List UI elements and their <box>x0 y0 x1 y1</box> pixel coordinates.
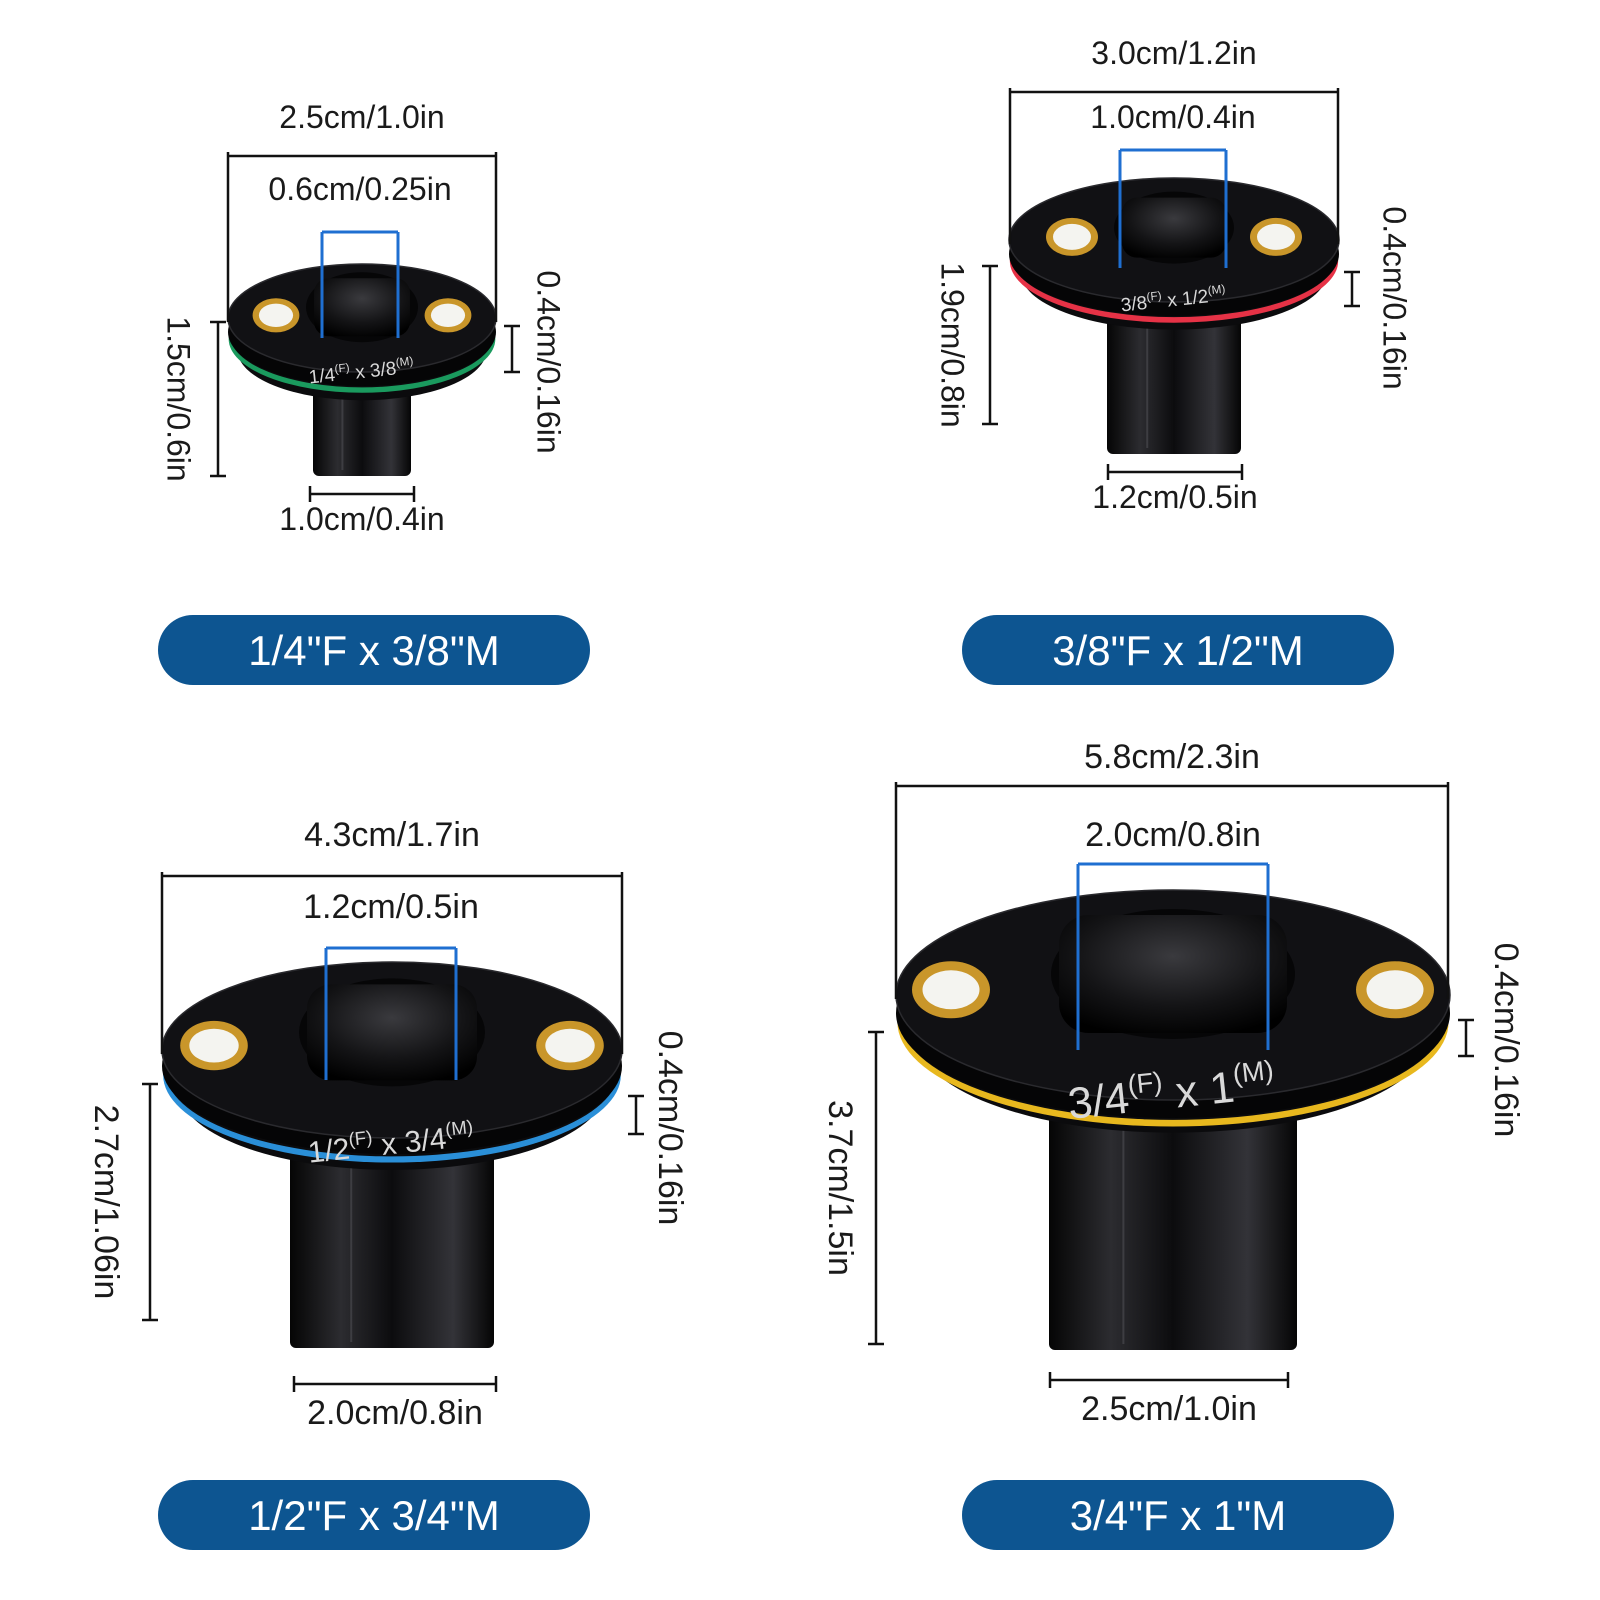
stem-width-label: 2.5cm/1.0in <box>1081 1390 1257 1428</box>
size-pill-label: 3/4"F x 1"M <box>1070 1492 1287 1539</box>
square-socket <box>307 984 477 1081</box>
magnet-face <box>189 1028 239 1063</box>
socket-width-label: 0.6cm/0.25in <box>268 171 451 207</box>
size-engraving: 3/4(F) x 1(M) <box>1065 1054 1277 1129</box>
ring-thickness-line <box>1458 1018 1474 1058</box>
stem-width-line <box>1106 464 1244 480</box>
dimension-lines: 2.5cm/1.0in 0.6cm/0.25in 1.5cm/0.6in 0.4cm/… <box>161 99 567 537</box>
adapters-layer: 1/4(F) x 3/8(M) 2.5cm/1.0in 0.6cm/0.25in 1.… <box>87 35 1525 1432</box>
height-line <box>868 1030 884 1346</box>
size-pill-a1: 1/4"F x 3/8"M <box>158 615 590 685</box>
outer-width-label: 3.0cm/1.2in <box>1091 35 1256 71</box>
magnet-face <box>258 303 294 327</box>
size-pill-label: 3/8"F x 1/2"M <box>1052 627 1304 674</box>
magnet-face <box>922 970 980 1010</box>
dimension-lines: 3.0cm/1.2in 1.0cm/0.4in 1.9cm/0.8in 0.4cm/0… <box>935 35 1413 515</box>
socket-width-label: 1.0cm/0.4in <box>1090 99 1255 135</box>
size-pill-label: 1/2"F x 3/4"M <box>248 1492 500 1539</box>
pills-layer: 1/4"F x 3/8"M 3/8"F x 1/2"M 1/2"F x 3/4"M 3… <box>158 615 1394 1550</box>
size-pill-bg <box>962 1480 1394 1550</box>
socket-width-label: 2.0cm/0.8in <box>1085 816 1261 854</box>
size-engraving: 3/8(F) x 1/2(M) <box>1120 283 1227 317</box>
size-pill-a4: 3/4"F x 1"M <box>962 1480 1394 1550</box>
stem-width-label: 1.0cm/0.4in <box>279 501 444 537</box>
socket-width-line <box>320 230 400 338</box>
ring-thickness-label: 0.4cm/0.16in <box>531 270 567 453</box>
size-pill-label: 1/4"F x 3/8"M <box>248 627 500 674</box>
drive-stem <box>1107 300 1241 454</box>
height-line <box>210 320 226 478</box>
size-pill-a3: 1/2"F x 3/4"M <box>158 1480 590 1550</box>
size-engraving: 1/2(F) x 3/4(M) <box>306 1116 476 1170</box>
height-label: 1.9cm/0.8in <box>935 262 971 427</box>
size-pill-bg <box>158 615 590 685</box>
square-socket <box>1122 197 1226 258</box>
height-label: 1.5cm/0.6in <box>161 316 197 481</box>
outer-width-label: 2.5cm/1.0in <box>279 99 444 135</box>
ring-thickness-line <box>1344 270 1360 308</box>
stem-width-label: 2.0cm/0.8in <box>307 1394 483 1432</box>
ring-thickness-label: 0.4cm/0.16in <box>651 1031 689 1226</box>
socket-width-line <box>1076 862 1270 1050</box>
socket-width-label: 1.2cm/0.5in <box>303 888 479 926</box>
size-engraving: 1/4(F) x 3/8(M) <box>308 355 415 389</box>
ring-thickness-line <box>504 324 520 374</box>
outer-width-line <box>894 782 1450 999</box>
stem-width-line <box>308 486 416 502</box>
outer-width-line <box>1008 88 1340 244</box>
ring-thickness-line <box>628 1094 644 1136</box>
stem-width-line <box>1048 1372 1290 1388</box>
height-line <box>982 264 998 426</box>
adapter-a3: 1/2(F) x 3/4(M) 4.3cm/1.7in 1.2cm/0.5in 2.7… <box>87 816 689 1432</box>
square-socket <box>1059 915 1287 1033</box>
magnet-face <box>1257 223 1295 250</box>
socket-width-line <box>324 946 458 1080</box>
size-pill-bg <box>962 615 1394 685</box>
magnet-face <box>1366 970 1424 1010</box>
outer-width-line <box>160 872 624 1054</box>
size-pill-a2: 3/8"F x 1/2"M <box>962 615 1394 685</box>
adapter-a4: 3/4(F) x 1(M) 5.8cm/2.3in 2.0cm/0.8in 3.7cm… <box>821 738 1525 1428</box>
stem-width-line <box>292 1376 498 1392</box>
dimension-lines: 5.8cm/2.3in 2.0cm/0.8in 3.7cm/1.5in 0.4cm/0… <box>821 738 1525 1428</box>
height-label: 3.7cm/1.5in <box>821 1100 859 1276</box>
ring-thickness-label: 0.4cm/0.16in <box>1377 206 1413 389</box>
outer-width-label: 5.8cm/2.3in <box>1084 738 1260 776</box>
drive-stem <box>290 1130 494 1348</box>
outer-width-label: 4.3cm/1.7in <box>304 816 480 854</box>
socket-width-line <box>1118 148 1228 268</box>
magnet-face <box>1053 223 1091 250</box>
adapter-a1: 1/4(F) x 3/8(M) 2.5cm/1.0in 0.6cm/0.25in 1.… <box>161 99 567 537</box>
dimension-lines: 4.3cm/1.7in 1.2cm/0.5in 2.7cm/1.06in 0.4cm/… <box>87 816 689 1432</box>
adapter-a2: 3/8(F) x 1/2(M) 3.0cm/1.2in 1.0cm/0.4in 1.9… <box>935 35 1413 515</box>
size-pill-bg <box>158 1480 590 1550</box>
magnet-face <box>545 1028 595 1063</box>
magnet-face <box>430 303 466 327</box>
stem-width-label: 1.2cm/0.5in <box>1092 479 1257 515</box>
drive-stem <box>1049 1090 1297 1350</box>
height-line <box>142 1082 158 1322</box>
square-socket <box>314 278 410 337</box>
outer-width-line <box>226 152 498 322</box>
height-label: 2.7cm/1.06in <box>87 1105 125 1300</box>
ring-thickness-label: 0.4cm/0.16in <box>1487 943 1525 1138</box>
